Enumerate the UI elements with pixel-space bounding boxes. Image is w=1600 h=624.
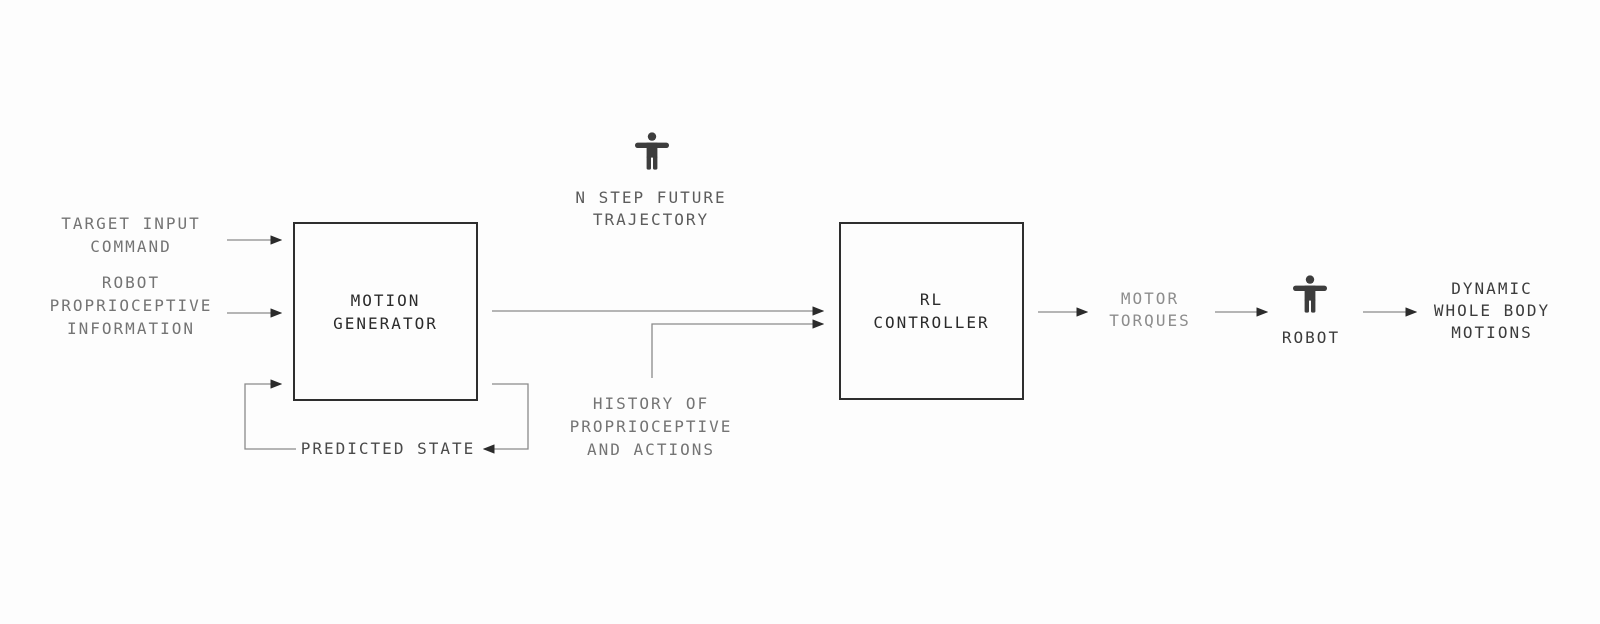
label-line: MOTION: [350, 290, 421, 310]
arrow-history-to-rl-controller: [651, 319, 825, 378]
label-line: N STEP FUTURE: [575, 188, 727, 207]
label-line: MOTOR: [1120, 289, 1180, 308]
label-line: PROPRIOCEPTIVE: [569, 417, 733, 436]
label-line: TORQUES: [1109, 311, 1191, 330]
person-icon: [1293, 275, 1327, 313]
label-line: CONTROLLER: [873, 313, 990, 332]
label-line: ROBOT: [1281, 328, 1341, 347]
person-icon: [635, 132, 669, 170]
label-line: PROPRIOCEPTIVE: [49, 296, 213, 315]
label-n-step-future-trajectory: N STEP FUTURE TRAJECTORY: [561, 187, 741, 231]
label-line: WHOLE BODY: [1433, 301, 1551, 320]
label-line: TRAJECTORY: [592, 210, 710, 229]
label-line: ROBOT: [101, 273, 161, 292]
label-robot: ROBOT: [1231, 326, 1391, 349]
label-dynamic-whole-body-motions: DYNAMIC WHOLE BODY MOTIONS: [1402, 278, 1582, 344]
box-rl-controller: RL CONTROLLER: [839, 222, 1024, 400]
box-rl-controller-label: RL CONTROLLER: [873, 288, 989, 334]
label-line: TARGET INPUT: [61, 214, 201, 233]
label-line: COMMAND: [90, 237, 172, 256]
box-motion-generator: MOTION GENERATOR: [293, 222, 478, 401]
box-motion-generator-label: MOTION GENERATOR: [333, 289, 438, 335]
label-motor-torques: MOTOR TORQUES: [1070, 288, 1230, 332]
label-predicted-state: PREDICTED STATE: [288, 437, 488, 460]
label-line: AND ACTIONS: [587, 440, 715, 459]
line-motion-generator-to-predicted-state: [482, 383, 529, 454]
label-line: RL: [919, 290, 944, 309]
label-history-of-proprioceptive-and-actions: HISTORY OF PROPRIOCEPTIVE AND ACTIONS: [561, 392, 741, 461]
label-line: MOTIONS: [1451, 323, 1533, 342]
label-line: INFORMATION: [67, 319, 195, 338]
label-line: PREDICTED STATE: [300, 439, 476, 458]
label-robot-proprioceptive-information: ROBOT PROPRIOCEPTIVE INFORMATION: [41, 271, 221, 340]
label-target-input-command: TARGET INPUT COMMAND: [41, 212, 221, 258]
label-line: GENERATOR: [333, 313, 438, 333]
label-line: HISTORY OF: [592, 394, 710, 413]
label-line: DYNAMIC: [1451, 279, 1533, 298]
